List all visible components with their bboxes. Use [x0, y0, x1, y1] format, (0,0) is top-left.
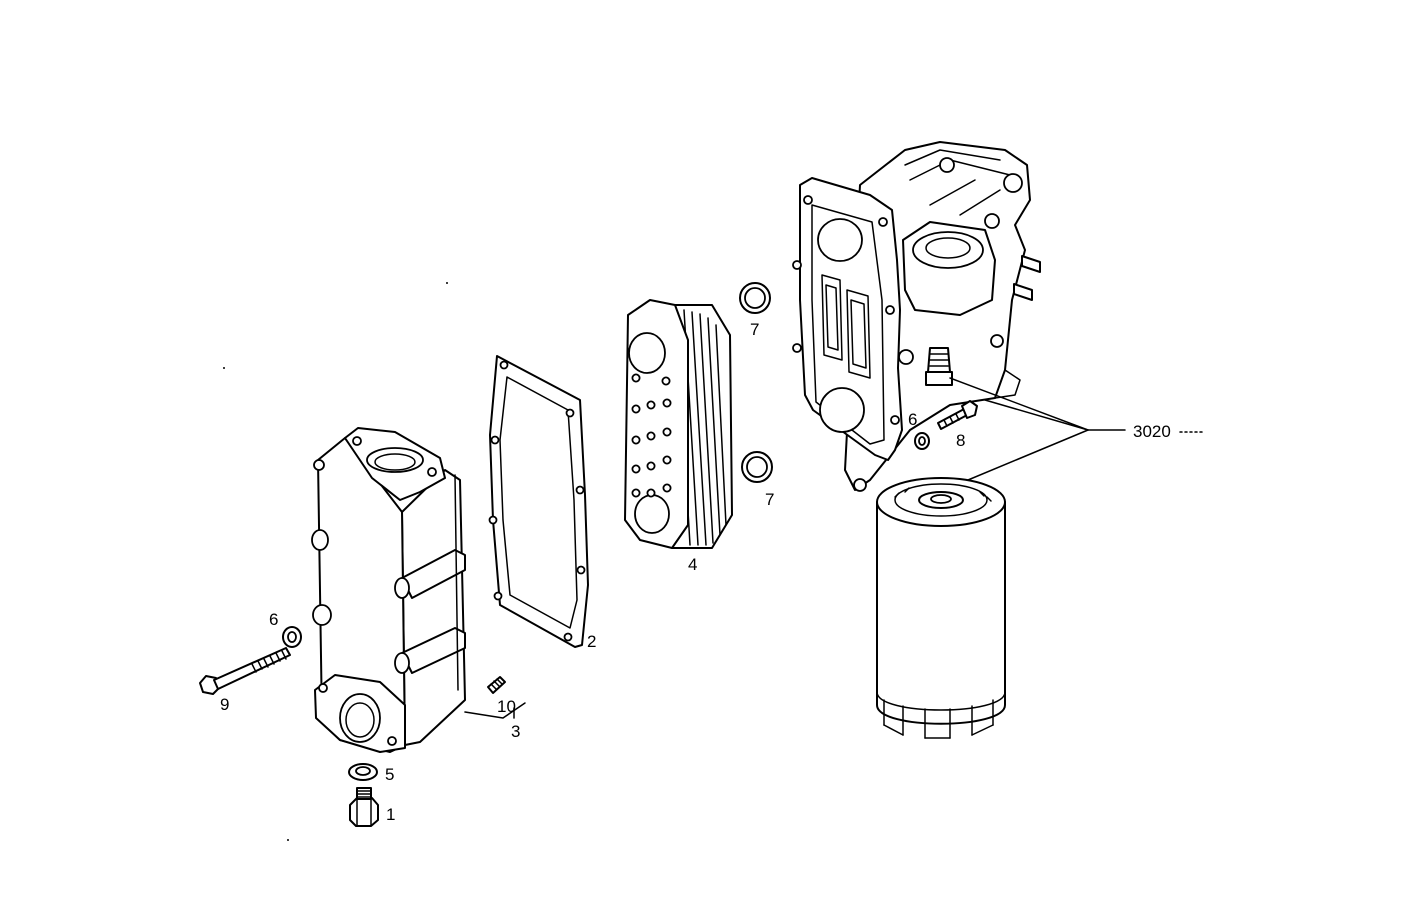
- oil-filter-cartridge: [876, 477, 1006, 739]
- label-10: 10: [497, 697, 516, 716]
- part-6-washer-left: [282, 626, 302, 648]
- part-7-o-ring-lower: [741, 451, 773, 483]
- part-5-seal-ring: [348, 763, 378, 781]
- label-7-lower: 7: [765, 490, 774, 509]
- label-3020: 3020: [1133, 422, 1171, 441]
- part-7-o-ring-upper: [739, 282, 771, 314]
- label-6-left: 6: [269, 610, 278, 629]
- label-2: 2: [587, 632, 596, 651]
- part-6-washer-right: [914, 432, 930, 450]
- part-10-stud: [487, 676, 506, 694]
- part-2-gasket: [488, 355, 589, 648]
- part-1-plug-screw: [349, 787, 379, 827]
- label-7-upper: 7: [750, 320, 759, 339]
- fitting-nipple: [925, 347, 953, 386]
- scan-speck: [223, 367, 225, 369]
- label-9: 9: [220, 695, 229, 714]
- label-5: 5: [385, 765, 394, 784]
- part-9-bolt: [199, 647, 291, 695]
- label-4: 4: [688, 555, 697, 574]
- label-3: 3: [511, 722, 520, 741]
- scan-speck: [287, 839, 289, 841]
- part-3-cooler-housing: [311, 427, 466, 753]
- scan-speck: [446, 282, 448, 284]
- leader-3: [464, 702, 526, 719]
- part-4-cooler-core: [624, 299, 733, 549]
- filter-head-bracket: [792, 141, 1041, 492]
- ref-3020-leaders: [949, 377, 1206, 481]
- label-8: 8: [956, 431, 965, 450]
- part-8-screw: [937, 400, 978, 430]
- label-1: 1: [386, 805, 395, 824]
- label-6-right: 6: [908, 410, 917, 429]
